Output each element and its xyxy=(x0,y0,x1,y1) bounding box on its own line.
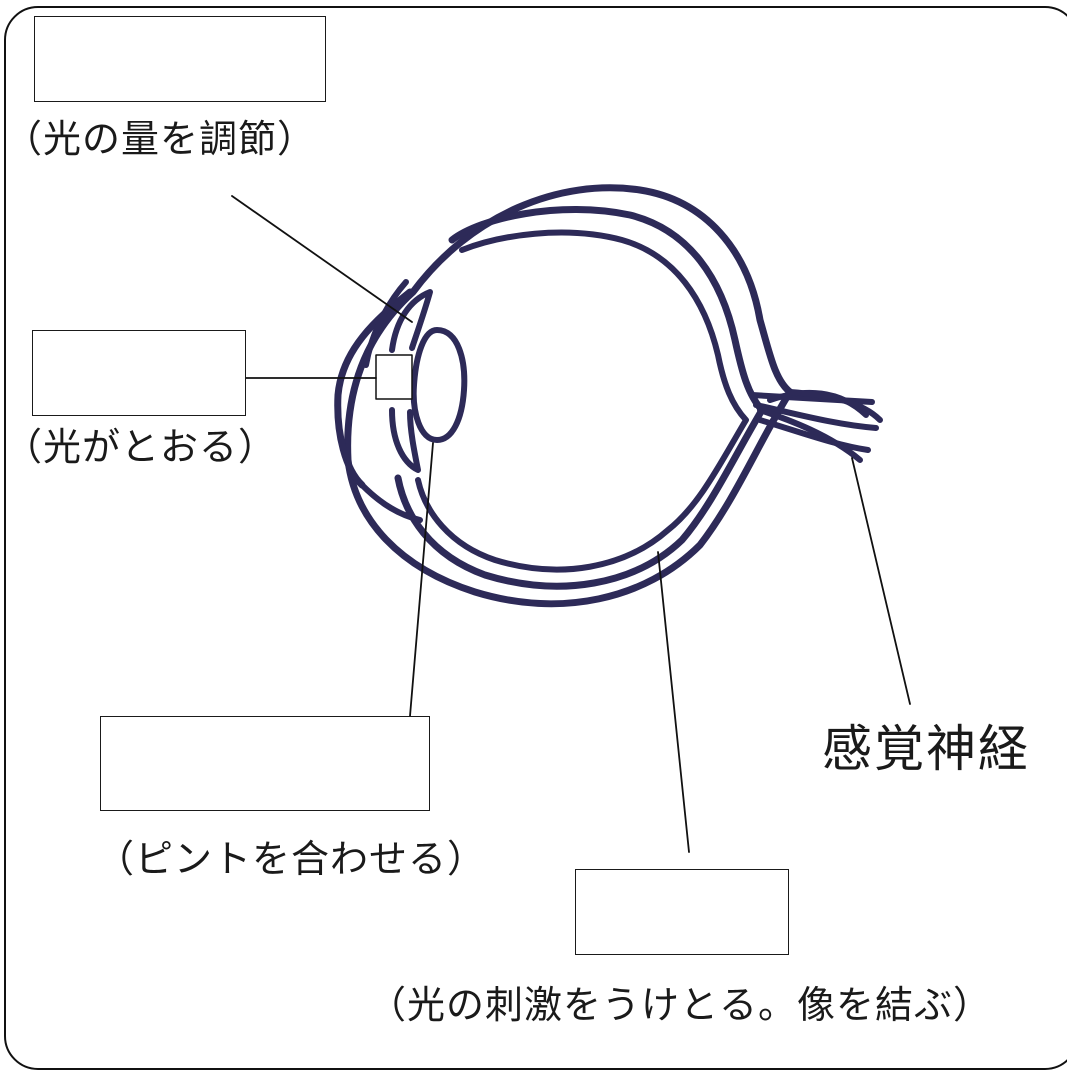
pupil-answer-box[interactable] xyxy=(32,330,246,416)
leader-lines xyxy=(231,195,911,853)
pupil-marker xyxy=(375,354,413,400)
sclera-outline xyxy=(344,184,794,608)
optic-nerve-fiber xyxy=(749,392,875,405)
choroid-outline xyxy=(394,206,766,590)
pupil-hint: （光がとおる） xyxy=(4,425,278,469)
worksheet-frame xyxy=(4,6,1067,1070)
nerve-leader xyxy=(851,457,911,705)
lens-hint: （ピントを合わせる） xyxy=(96,837,487,881)
retina-hint: （光の刺激をうけとる。像を結ぶ） xyxy=(368,983,993,1027)
iris-lower xyxy=(389,407,421,473)
lens-outline xyxy=(410,327,468,443)
iris-leader xyxy=(231,195,413,323)
retina-outline xyxy=(415,229,749,573)
retina-leader xyxy=(657,551,690,853)
lens-answer-box[interactable] xyxy=(100,716,430,811)
lens-leader xyxy=(409,442,434,717)
iris-hint: （光の量を調節） xyxy=(4,117,317,161)
iris-upper xyxy=(389,289,433,353)
iris-answer-box[interactable] xyxy=(34,16,326,102)
optic-nerve-label: 感覚神経 xyxy=(822,720,1030,778)
retina-answer-box[interactable] xyxy=(575,869,789,955)
